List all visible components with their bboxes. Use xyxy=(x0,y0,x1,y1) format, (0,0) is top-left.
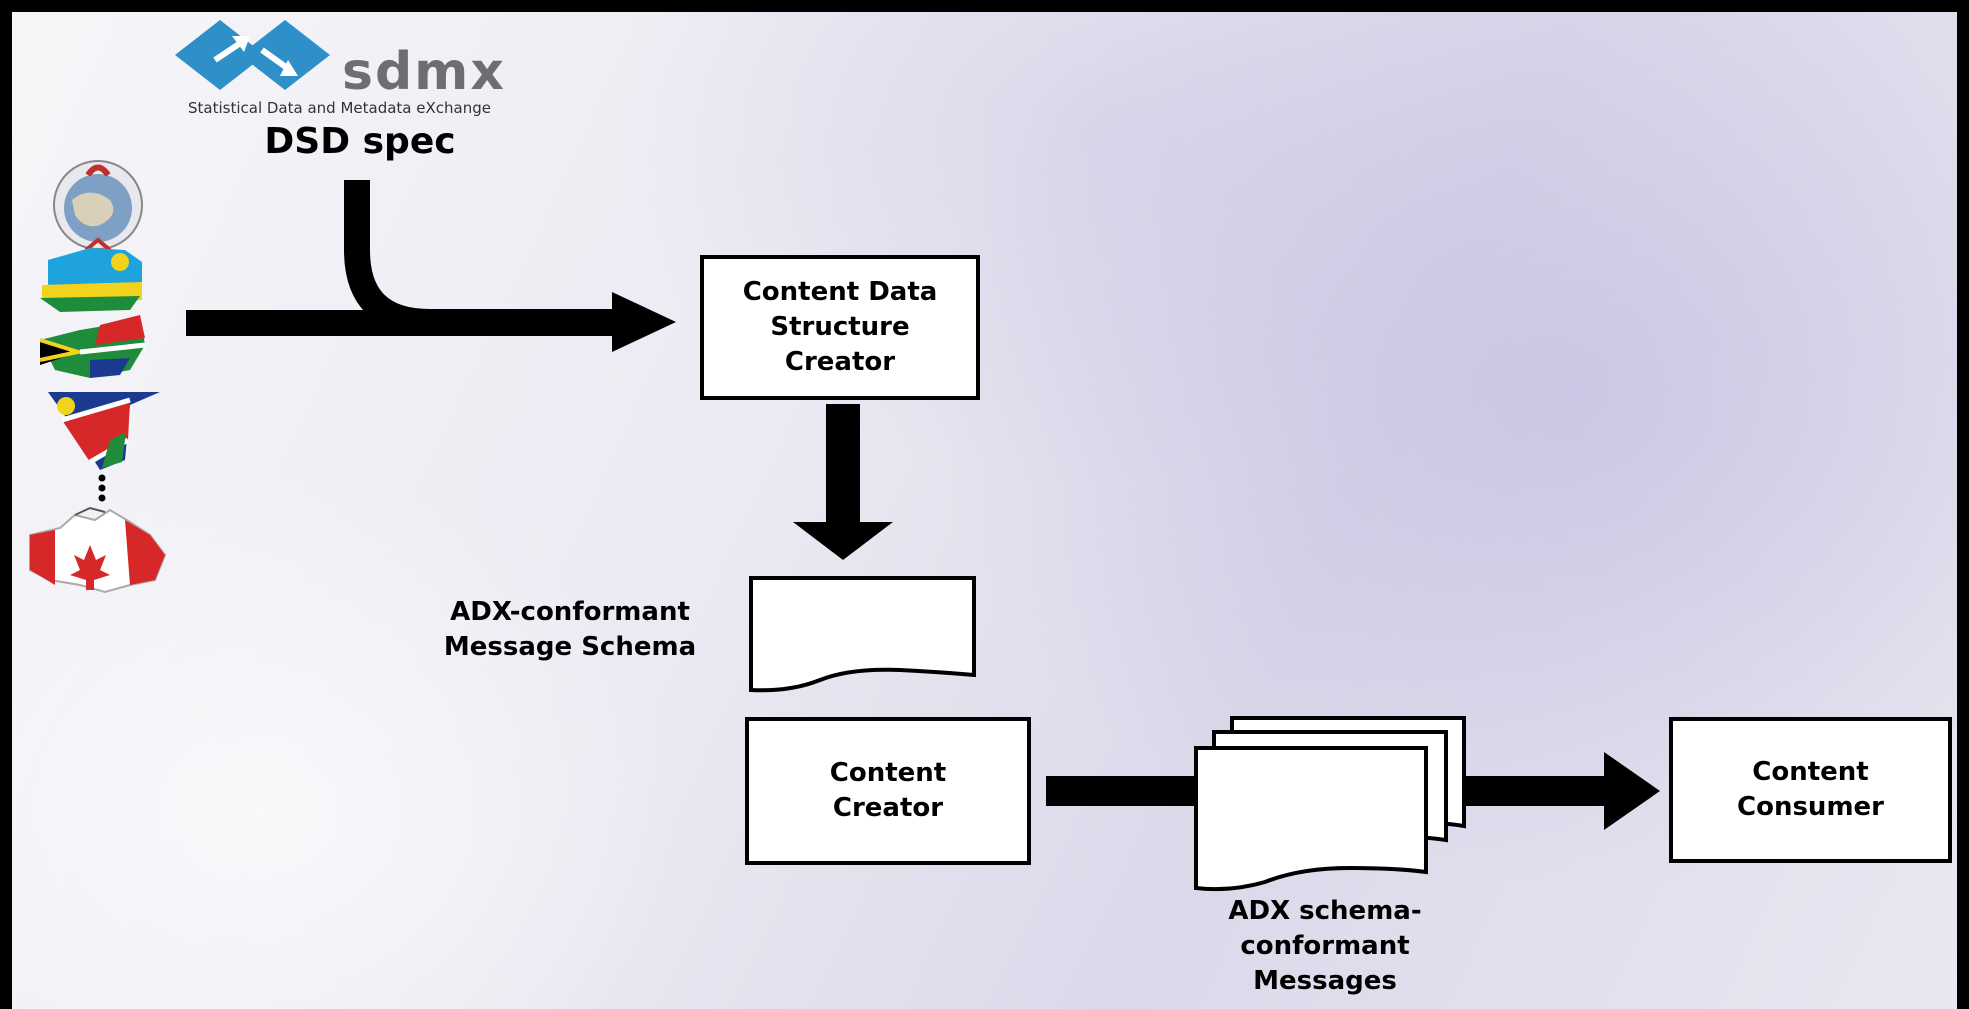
content-data-structure-creator-box[interactable]: Content Data Structure Creator xyxy=(700,255,980,400)
un-emblem-icon xyxy=(53,160,143,252)
creator-to-messages-arrow xyxy=(1046,776,1196,806)
message-schema-document-icon xyxy=(749,576,976,693)
messages-to-consumer-arrow xyxy=(1464,752,1660,830)
namibia-map-icon xyxy=(48,392,160,470)
dsd-merge-arrow xyxy=(186,180,676,352)
rwanda-map-icon xyxy=(40,248,142,312)
down-arrow xyxy=(793,404,893,560)
message-schema-label: ADX-conformant Message Schema xyxy=(443,597,697,662)
messages-stack-document-icon xyxy=(1194,716,1466,892)
content-consumer-box[interactable]: Content Consumer xyxy=(1669,717,1952,863)
sdmx-logo-text: sdmx xyxy=(342,42,506,102)
content-creator-box[interactable]: Content Creator xyxy=(745,717,1031,865)
sdmx-tagline: Statistical Data and Metadata eXchange xyxy=(188,99,491,117)
canada-map-icon xyxy=(29,506,167,594)
dsd-spec-label: DSD spec xyxy=(264,121,456,162)
sdmx-logo-icon xyxy=(175,20,330,90)
messages-label: ADX schema- conformant Messages xyxy=(1228,896,1422,996)
ellipsis-dots xyxy=(98,474,106,502)
south-africa-map-icon xyxy=(39,315,146,378)
